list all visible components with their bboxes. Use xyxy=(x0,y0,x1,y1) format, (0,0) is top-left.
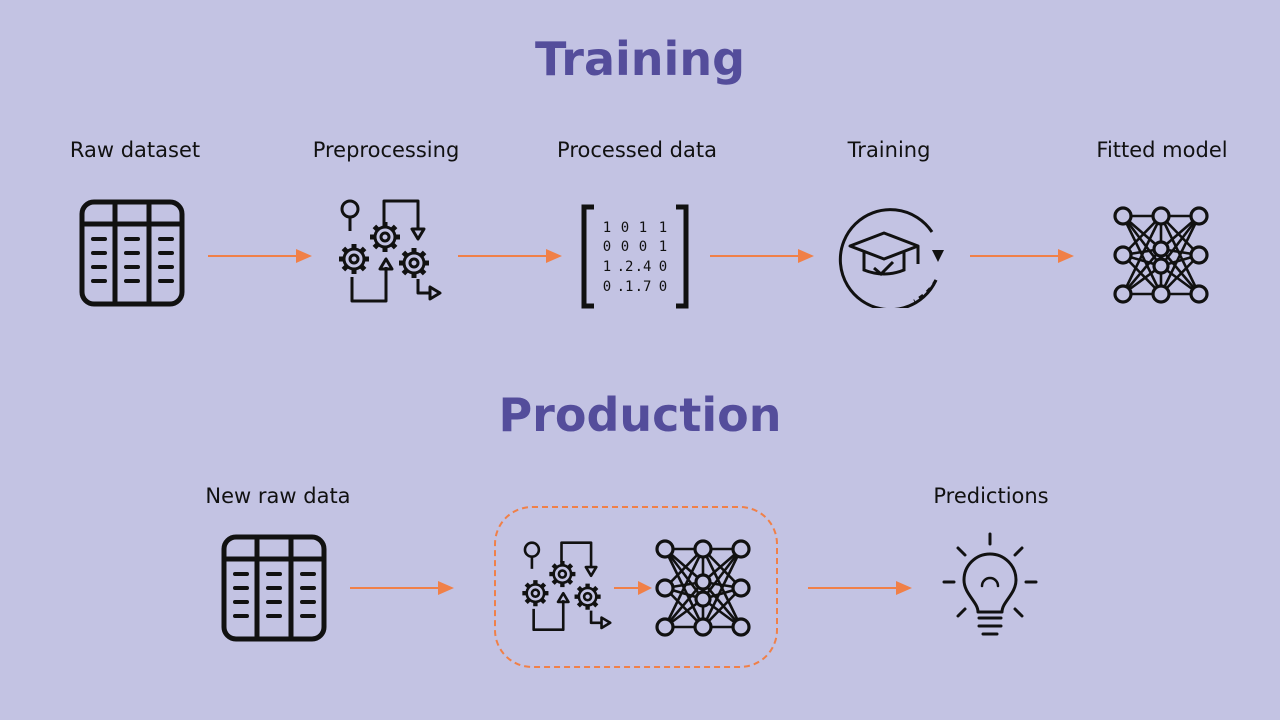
matrix-cell: 0 xyxy=(603,239,611,255)
label-processed-data: Processed data xyxy=(557,138,717,162)
matrix-cell: 1 xyxy=(659,239,667,255)
arrow-pipeline-to-model xyxy=(614,581,652,595)
lightbulb-icon xyxy=(942,532,1038,636)
matrix-cell: 1 xyxy=(639,220,647,236)
pipeline-group-box xyxy=(494,506,778,668)
neural-network-icon xyxy=(655,539,751,637)
matrix-cell: 1 xyxy=(659,220,667,236)
gears-process-icon xyxy=(334,199,444,307)
arrow-preprocessing-to-processed xyxy=(458,248,563,264)
gears-process-icon xyxy=(518,541,614,637)
matrix-cell: 0 xyxy=(621,239,629,255)
neural-network-icon xyxy=(1113,206,1209,304)
graduation-cap-icon xyxy=(838,208,944,308)
matrix-cell: 0 xyxy=(659,279,667,295)
label-predictions: Predictions xyxy=(933,484,1049,508)
table-icon xyxy=(79,199,187,307)
training-title: Training xyxy=(534,32,745,86)
matrix-cell: .7 xyxy=(635,279,652,295)
production-title: Production xyxy=(498,388,782,442)
matrix-cell: 1 xyxy=(603,220,611,236)
arrow-training-to-model xyxy=(970,248,1075,264)
matrix-cell: 0 xyxy=(603,279,611,295)
label-raw-dataset: Raw dataset xyxy=(69,138,201,162)
arrow-pipeline-to-predictions xyxy=(808,580,913,596)
label-preprocessing: Preprocessing xyxy=(312,138,460,162)
matrix-cell: 0 xyxy=(659,259,667,275)
matrix-cell: 1 xyxy=(603,259,611,275)
arrow-new-data-to-pipeline xyxy=(350,580,455,596)
label-new-raw-data: New raw data xyxy=(205,484,351,508)
matrix-cell: .1 xyxy=(617,279,634,295)
label-fitted-model: Fitted model xyxy=(1096,138,1228,162)
table-icon xyxy=(221,534,329,644)
matrix-cell: 0 xyxy=(639,239,647,255)
matrix-cell: 0 xyxy=(621,220,629,236)
arrow-raw-to-preprocessing xyxy=(208,248,313,264)
matrix-cell: .4 xyxy=(635,259,652,275)
matrix-cell: .2 xyxy=(617,259,634,275)
label-training: Training xyxy=(847,138,931,162)
arrow-processed-to-training xyxy=(710,248,815,264)
